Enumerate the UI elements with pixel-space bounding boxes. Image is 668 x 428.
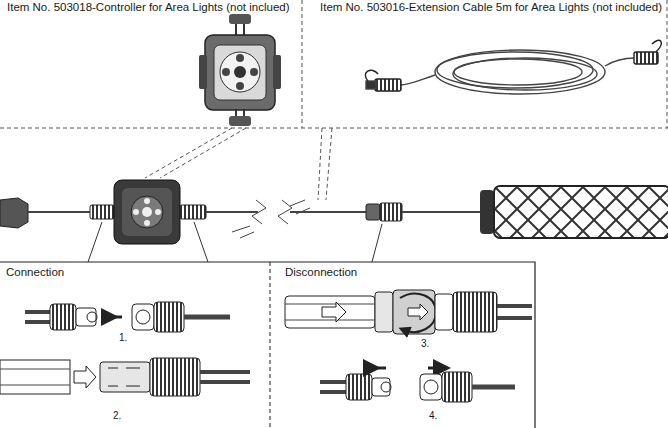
detail-frame [0, 262, 535, 428]
panel-heading: Connection [4, 266, 67, 278]
panel-heading: Item No. 503018-Controller for Area Ligh… [5, 1, 292, 13]
cable-illustration [365, 40, 661, 94]
step-number: 1. [118, 332, 128, 343]
step-number: 3. [420, 338, 430, 349]
heading-text: Disconnection [283, 266, 360, 278]
panel-heading: Disconnection [283, 266, 360, 278]
heading-text: Item No. 503016-Extension Cable 5m for A… [318, 1, 664, 13]
disconnection-step-4 [320, 368, 515, 402]
connection-step-2 [0, 358, 250, 396]
heading-text: Item No. 503018-Controller for Area Ligh… [5, 1, 292, 13]
leader-line [88, 222, 382, 262]
controller-illustration [199, 14, 281, 126]
step-number: 2. [112, 410, 122, 421]
heading-text: Connection [4, 266, 67, 278]
panel-heading: Item No. 503016-Extension Cable 5m for A… [318, 1, 664, 13]
system-chain [0, 180, 668, 244]
dashed-frame [0, 0, 668, 200]
disconnection-step-3 [285, 290, 532, 334]
step-number: 4. [428, 410, 438, 421]
connection-step-1 [25, 302, 230, 332]
